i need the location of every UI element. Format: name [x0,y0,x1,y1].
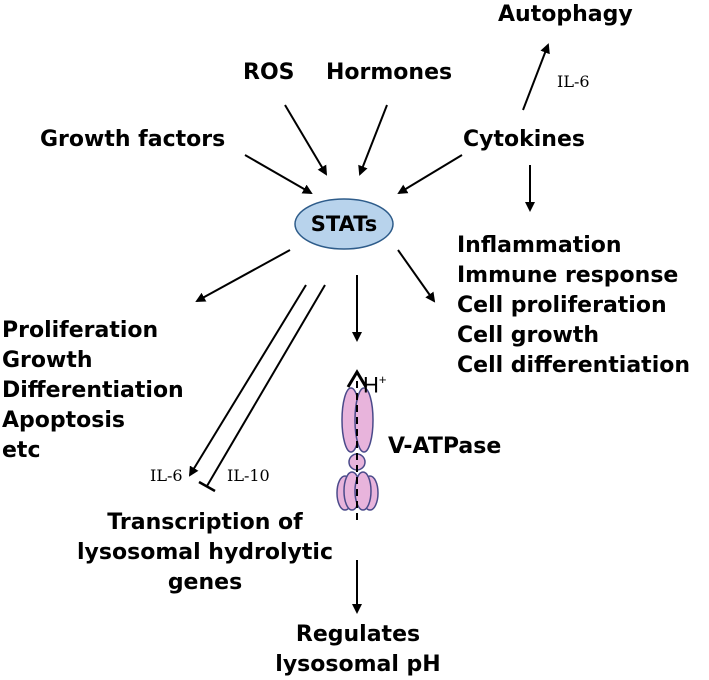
node-transcription: Transcription of lysosomal hydrolytic ge… [60,508,350,598]
inhibit-bar-il10 [198,480,216,493]
node-v-atpase: V-ATPase [388,434,502,459]
regulates-line: lysosomal pH [275,652,441,677]
left-outcomes-list: Proliferation Growth Differentiation Apo… [2,316,184,466]
arrow-growth-factors-to-stats [244,154,313,194]
transcription-line: Transcription of [107,510,303,535]
proton-charge: + [378,372,387,387]
arrow-stats-to-proliferation [195,249,291,302]
edge-label-il10-transcription: IL-10 [227,466,270,485]
arrow-hormones-to-stats [358,104,388,176]
proton-label: H+ [363,368,386,397]
node-stats: STATs [310,212,378,236]
regulates-line: Regulates [295,622,421,647]
node-autophagy: Autophagy [498,2,633,27]
right-outcome-item: Inflammation [457,233,622,258]
node-ros: ROS [243,60,295,85]
right-outcome-item: Immune response [457,263,679,288]
edge-label-il6-autophagy: IL-6 [557,72,590,91]
stats-node-shape [294,198,394,250]
arrow-ros-to-stats [284,104,328,176]
v-atpase-pump-icon [336,387,379,511]
node-regulates-ph: Regulates lysosomal pH [260,620,456,680]
edge-label-il6-transcription: IL-6 [150,466,183,485]
left-outcome-item: Proliferation [2,318,159,343]
right-outcome-item: Cell growth [457,323,600,348]
right-outcomes-list: Inflammation Immune response Cell prolif… [457,231,690,381]
node-cytokines: Cytokines [463,127,585,152]
arrow-stats-il6-to-transcription [188,284,307,477]
left-outcome-item: Apoptosis [2,408,125,433]
arrow-stats-to-cell-proliferation [397,249,436,303]
arrow-cytokines-to-autophagy [522,43,550,111]
left-outcome-item: Differentiation [2,378,184,403]
right-outcome-item: Cell differentiation [457,353,691,378]
left-outcome-item: etc [2,438,41,463]
right-outcome-item: Cell proliferation [457,293,667,318]
proton-arrowhead-icon [346,369,368,388]
arrow-cytokines-to-stats [397,154,463,195]
left-outcome-item: Growth [2,348,93,373]
transcription-line: lysosomal hydrolytic [77,540,333,565]
inhibit-stats-il10-to-transcription [206,284,326,487]
proton-symbol: H [363,372,379,398]
node-hormones: Hormones [326,60,453,85]
transcription-line: genes [167,570,243,595]
node-growth-factors: Growth factors [40,127,226,152]
